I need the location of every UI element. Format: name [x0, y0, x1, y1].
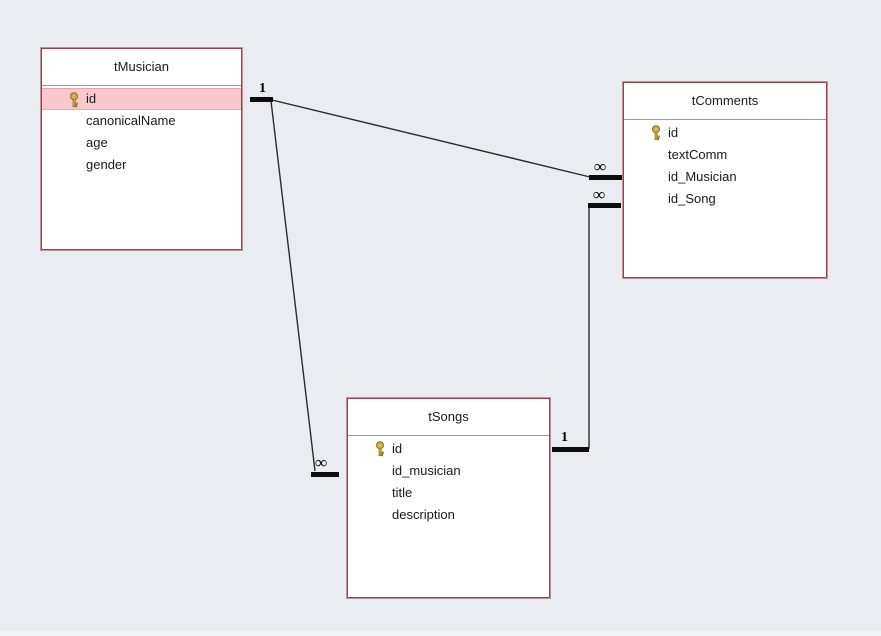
cardinality-label-one-songs: 1: [561, 430, 568, 445]
field-name: gender: [86, 157, 127, 172]
field-row-tsongs-id-musician[interactable]: id_musician: [348, 460, 549, 482]
field-row-tsongs-description[interactable]: description: [348, 504, 549, 526]
field-name: id: [86, 91, 97, 106]
field-list-tcomments: id textComm id_Musician id_Song: [624, 120, 826, 210]
field-name: textComm: [668, 147, 728, 162]
field-list-tsongs: id id_musician title description: [348, 436, 549, 526]
relationship-line-musician-songs[interactable]: [270, 100, 316, 472]
field-row-tmusician-age[interactable]: age: [42, 132, 241, 154]
primary-key-icon: [375, 441, 385, 457]
field-row-tcomments-textcomm[interactable]: textComm: [624, 144, 826, 166]
table-title-tcomments[interactable]: tComments: [624, 83, 826, 120]
table-title-tmusician[interactable]: tMusician: [42, 49, 241, 86]
window-bottom-edge: [0, 631, 881, 636]
field-name: title: [392, 485, 413, 500]
primary-key-icon: [651, 125, 661, 141]
cardinality-label-many-comments-musician: ∞: [594, 157, 606, 176]
field-row-tmusician-canonicalname[interactable]: canonicalName: [42, 110, 241, 132]
field-row-tmusician-gender[interactable]: gender: [42, 154, 241, 176]
table-tcomments[interactable]: tComments id textComm id_Musician id_Son…: [622, 81, 828, 279]
field-name: id_Musician: [668, 169, 737, 184]
field-row-tcomments-id-musician[interactable]: id_Musician: [624, 166, 826, 188]
field-name: description: [392, 507, 455, 522]
cardinality-bar-one-musician: [250, 97, 273, 102]
field-name: age: [86, 135, 108, 150]
field-row-tsongs-title[interactable]: title: [348, 482, 549, 504]
table-tmusician[interactable]: tMusician id canonicalName age gender: [40, 47, 243, 251]
table-tsongs[interactable]: tSongs id id_musician title description: [346, 397, 551, 599]
field-name: id: [392, 441, 403, 456]
table-title-tsongs[interactable]: tSongs: [348, 399, 549, 436]
field-name: id_musician: [392, 463, 461, 478]
field-name: canonicalName: [86, 113, 176, 128]
cardinality-bar-many-comments-musician: [589, 175, 622, 180]
field-row-tsongs-id[interactable]: id: [348, 438, 549, 460]
field-name: id_Song: [668, 191, 716, 206]
primary-key-icon: [69, 92, 79, 108]
field-row-tcomments-id-song[interactable]: id_Song: [624, 188, 826, 210]
field-row-tcomments-id[interactable]: id: [624, 122, 826, 144]
field-list-tmusician: id canonicalName age gender: [42, 86, 241, 176]
cardinality-bar-many-songs: [311, 472, 339, 477]
field-name: id: [668, 125, 679, 140]
relationship-line-musician-comments[interactable]: [271, 99, 591, 178]
cardinality-label-one-musician: 1: [259, 81, 266, 96]
cardinality-bar-many-comments-song: [588, 203, 621, 208]
cardinality-label-many-songs: ∞: [315, 453, 327, 472]
field-row-tmusician-id[interactable]: id: [42, 88, 241, 110]
cardinality-bar-one-songs: [552, 447, 589, 452]
cardinality-label-many-comments-song: ∞: [593, 185, 605, 204]
